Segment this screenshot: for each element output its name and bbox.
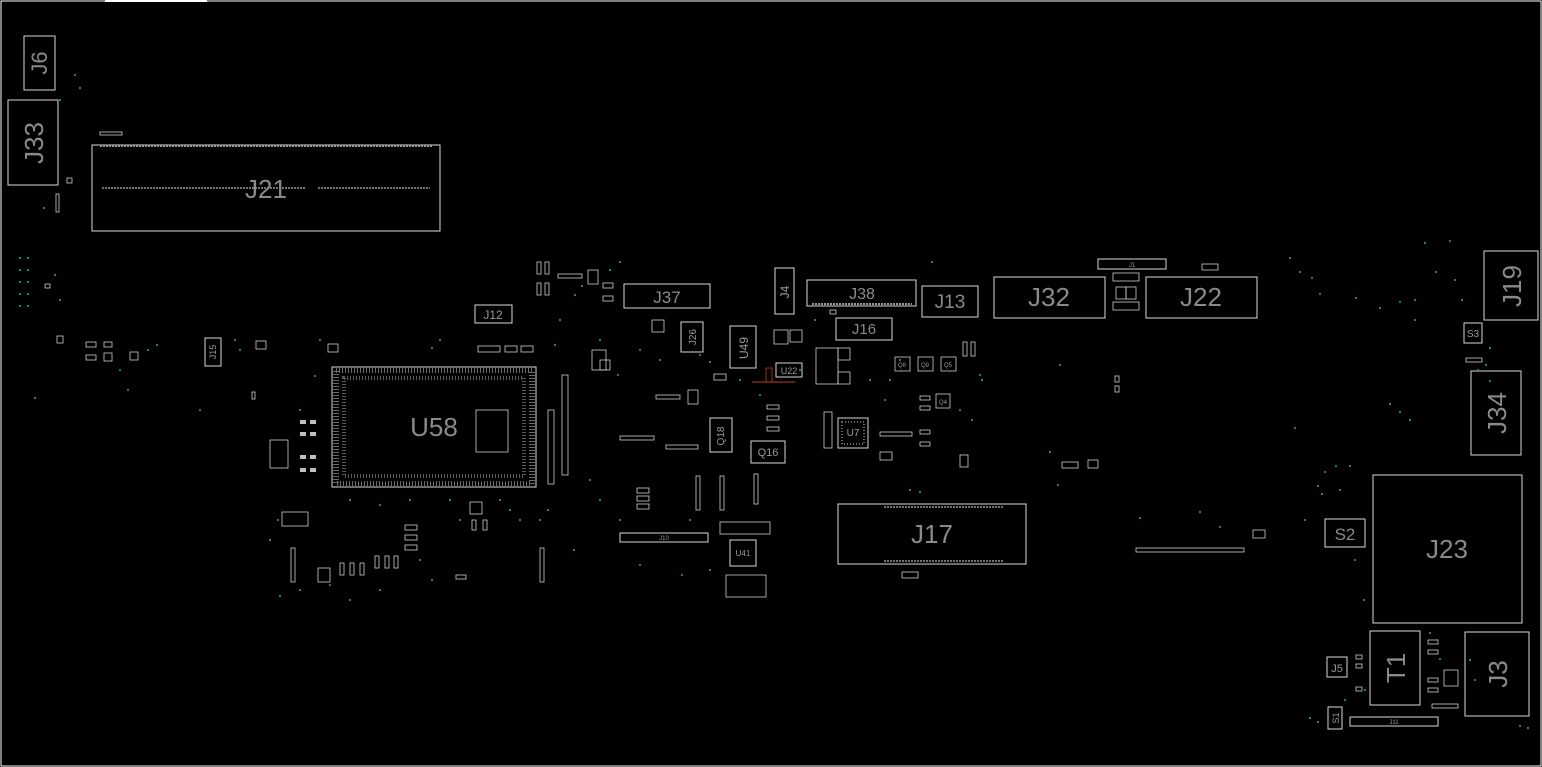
connector-j13[interactable]: J13 xyxy=(921,285,979,318)
u58-label: U58 xyxy=(410,412,458,442)
chip-u41[interactable]: U41 xyxy=(729,539,757,567)
connector-j17[interactable]: J17 xyxy=(837,503,1027,579)
connector-j19[interactable]: J19 xyxy=(1483,250,1539,321)
j16-label: J16 xyxy=(852,321,876,338)
connector-j16[interactable]: J16 xyxy=(835,317,893,341)
q8-label: Q8 xyxy=(898,363,907,369)
u7-label: U7 xyxy=(847,428,860,439)
j12-label: J12 xyxy=(483,308,503,322)
j13-label: J13 xyxy=(935,292,966,313)
connector-j12[interactable]: J12 xyxy=(474,304,513,324)
chip-u49[interactable]: U49 xyxy=(729,325,757,369)
j37-label: J37 xyxy=(653,288,680,307)
switch-s3[interactable]: S3 xyxy=(1463,322,1483,344)
q9-label: Q9 xyxy=(921,363,930,369)
transistor-q18[interactable]: Q18 xyxy=(709,417,733,453)
switch-s2[interactable]: S2 xyxy=(1324,518,1366,548)
j15-label: J15 xyxy=(208,345,218,360)
j5-label: J5 xyxy=(1331,663,1343,675)
transformer-t1[interactable]: T1 xyxy=(1369,630,1421,706)
j21-label: J21 xyxy=(245,174,287,204)
j6-label: J6 xyxy=(27,51,52,74)
t1-label: T1 xyxy=(1381,653,1411,683)
connector-j1[interactable]: J1 xyxy=(1097,258,1167,270)
small-transistors: Q8 Q9 Q5 Q4 xyxy=(894,356,957,409)
connector-j32[interactable]: J32 xyxy=(993,276,1106,319)
connector-j21[interactable]: J21 xyxy=(91,144,441,232)
j32-label: J32 xyxy=(1028,282,1070,312)
q18-label: Q18 xyxy=(716,426,727,445)
via-dots xyxy=(18,73,1530,730)
connector-j15[interactable]: J15 xyxy=(204,337,222,367)
j17-label: J17 xyxy=(911,519,953,549)
j3-label: J3 xyxy=(1483,660,1513,687)
left-misc-parts xyxy=(44,131,607,400)
switch-s1[interactable]: S1 xyxy=(1327,706,1343,730)
j38-label: J38 xyxy=(849,286,875,303)
q16-label: Q16 xyxy=(758,447,779,459)
connector-j23[interactable]: J23 xyxy=(1372,474,1523,624)
s2-label: S2 xyxy=(1335,525,1356,544)
q4-label: Q4 xyxy=(939,400,948,406)
connector-j22[interactable]: J22 xyxy=(1145,276,1258,319)
u58-support-parts xyxy=(255,340,569,583)
u22-label: U22 xyxy=(781,366,798,376)
u41-label: U41 xyxy=(736,549,751,558)
u49-label: U49 xyxy=(737,337,751,359)
connector-j38[interactable]: J38 xyxy=(806,279,917,307)
s1-label: S1 xyxy=(1331,712,1341,723)
connector-j34[interactable]: J34 xyxy=(1470,370,1522,456)
connector-j11[interactable]: J11 xyxy=(1349,716,1439,727)
connector-j6[interactable]: J6 xyxy=(23,35,56,91)
connector-j5[interactable]: J5 xyxy=(1326,656,1348,678)
connector-j3[interactable]: J3 xyxy=(1464,631,1530,717)
transistor-q16[interactable]: Q16 xyxy=(750,440,786,464)
j23-label: J23 xyxy=(1426,534,1468,564)
t1-support-parts xyxy=(1355,639,1459,709)
j1-label: J1 xyxy=(1129,263,1136,269)
j10-label: J10 xyxy=(659,536,669,542)
j34-label: J34 xyxy=(1482,392,1512,434)
q5-label: Q5 xyxy=(944,363,953,369)
connector-j4[interactable]: J4 xyxy=(774,267,795,315)
connector-j10[interactable]: J10 xyxy=(619,532,709,543)
s3-label: S3 xyxy=(1467,329,1480,340)
j4-label: J4 xyxy=(778,285,792,298)
j26-label: J26 xyxy=(688,329,699,346)
connector-j33[interactable]: J33 xyxy=(7,99,59,186)
connector-j37[interactable]: J37 xyxy=(623,283,711,309)
chip-u7[interactable]: U7 xyxy=(837,417,869,449)
j19-label: J19 xyxy=(1497,265,1527,307)
connector-j26[interactable]: J26 xyxy=(680,321,704,353)
j22-label: J22 xyxy=(1180,282,1222,312)
j11-label: J11 xyxy=(1389,720,1399,726)
j32-j22-parts xyxy=(1061,263,1266,553)
chip-u58[interactable]: U58 xyxy=(331,366,537,488)
j33-label: J33 xyxy=(19,122,49,164)
chip-u22[interactable]: U22 xyxy=(752,362,803,383)
